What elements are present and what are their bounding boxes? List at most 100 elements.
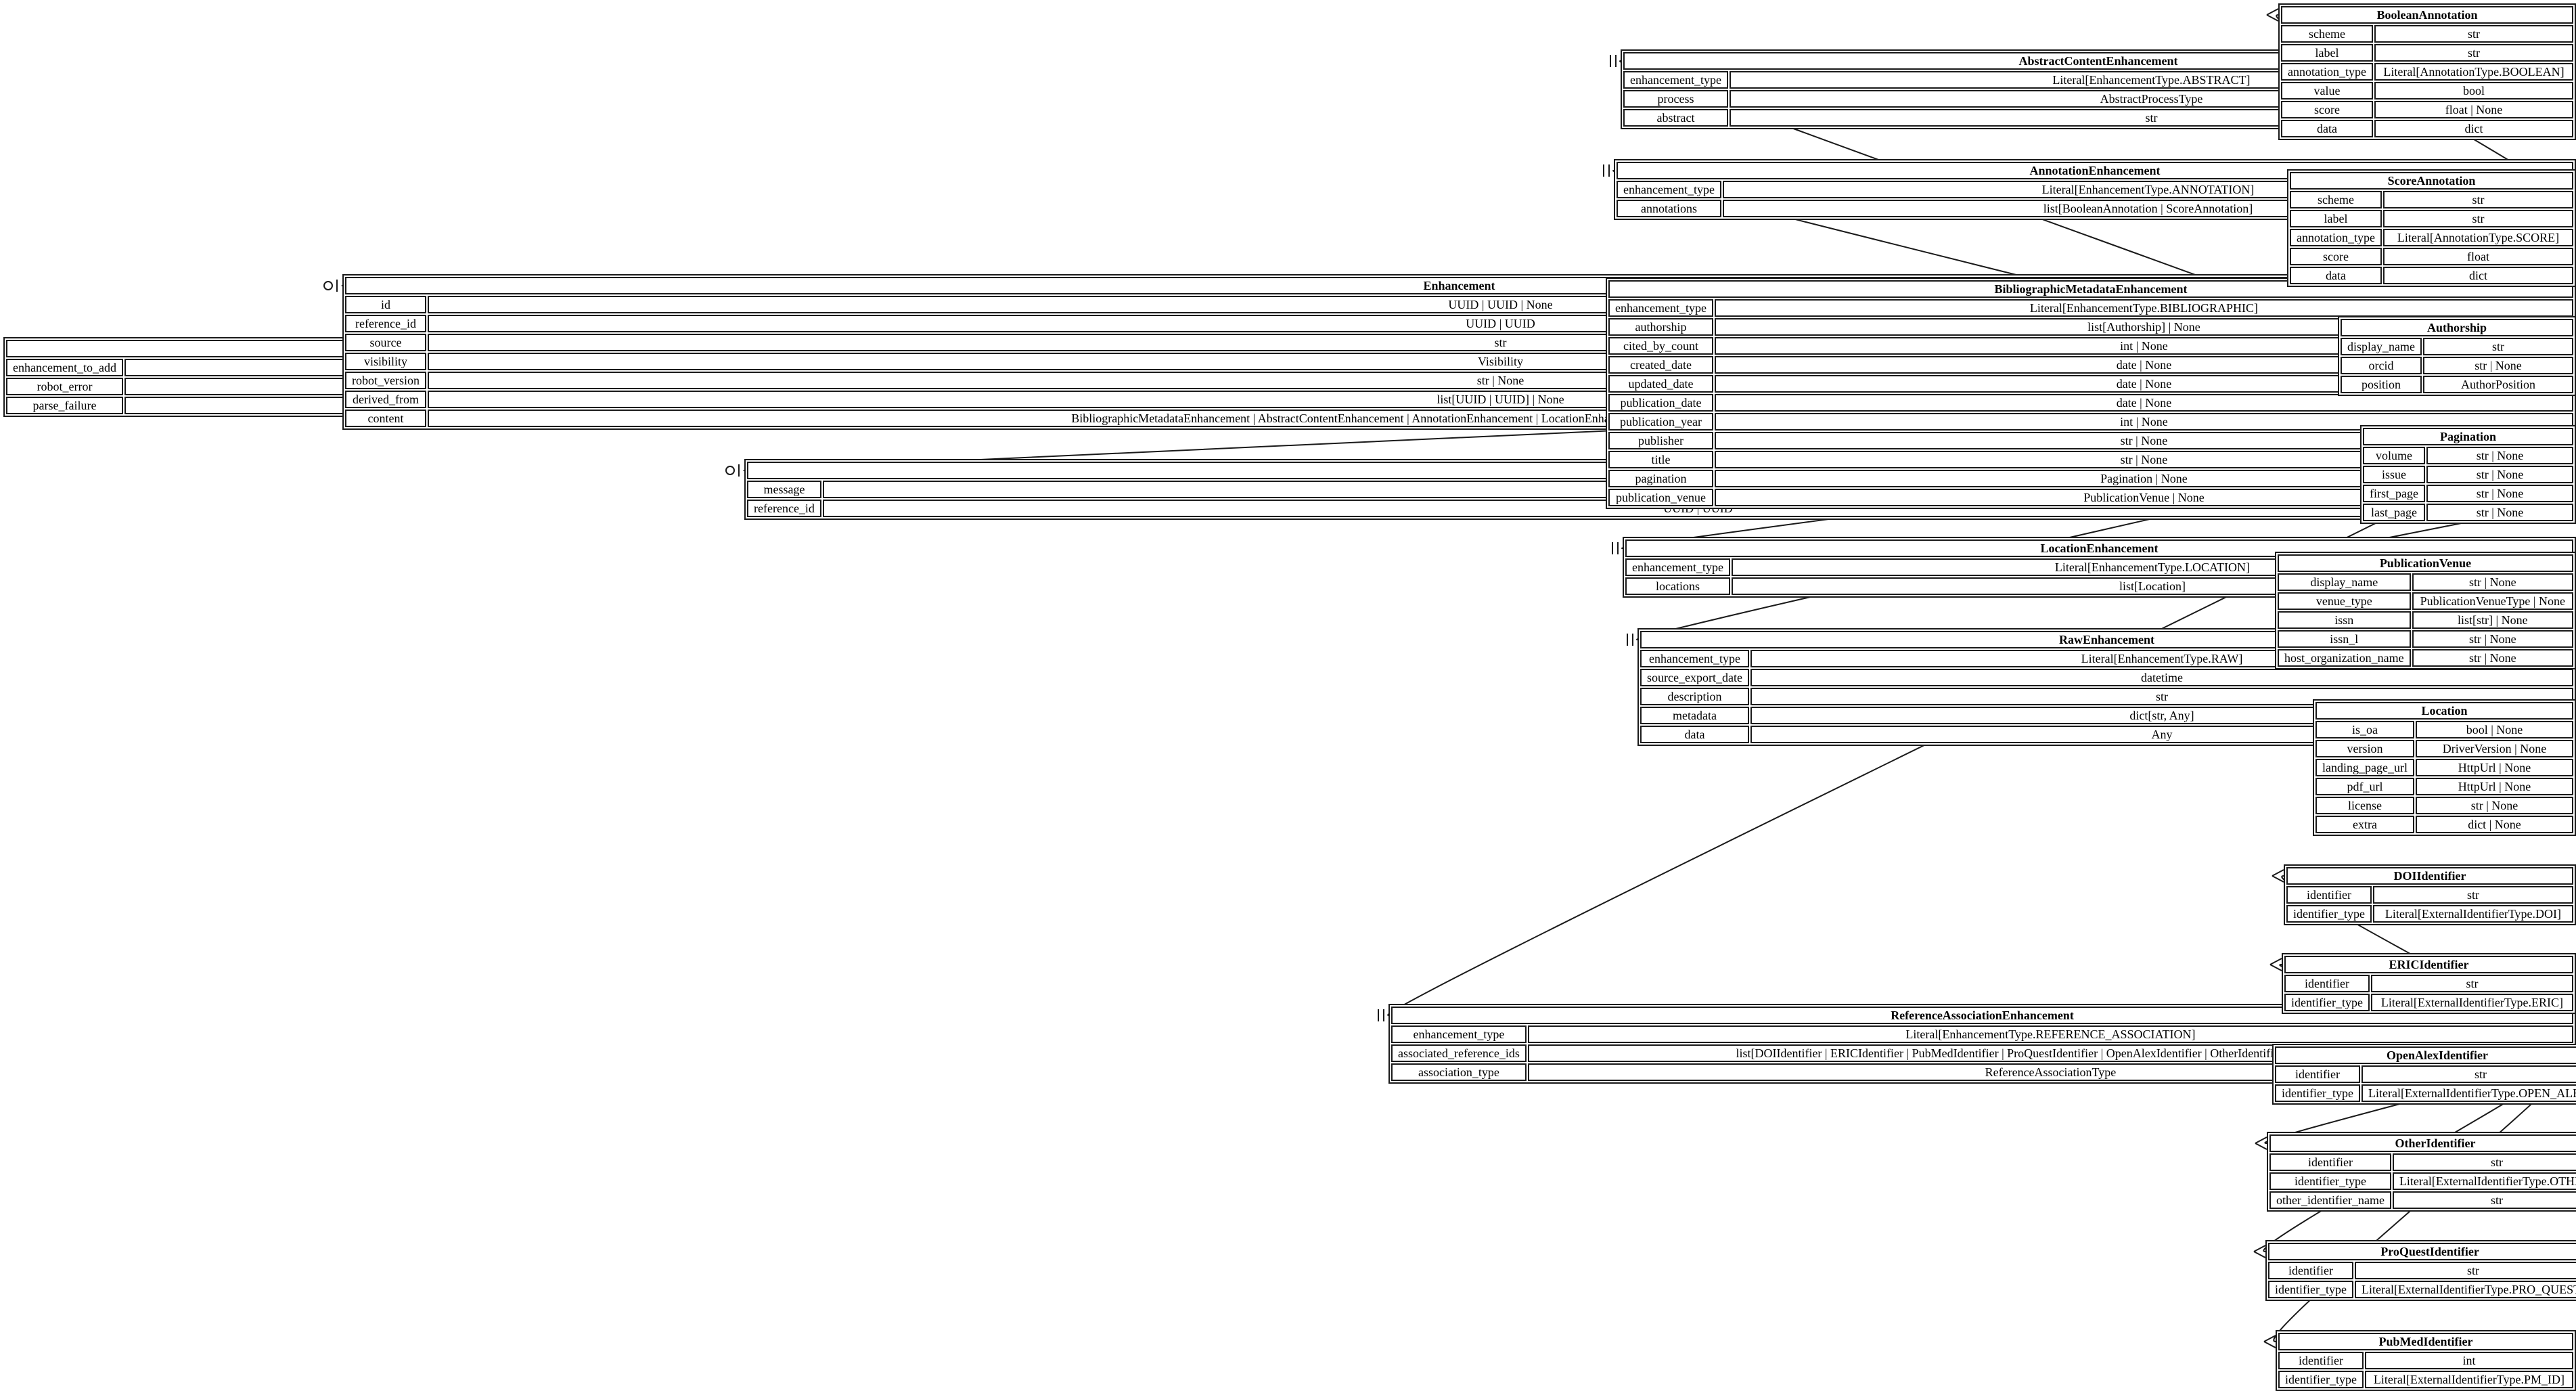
entity-title: ERICIdentifier	[2284, 956, 2573, 973]
field-name: venue_type	[2278, 592, 2411, 610]
entity-title: DOIIdentifier	[2286, 867, 2573, 885]
field-type: HttpUrl | None	[2415, 778, 2573, 795]
field-type: DriverVersion | None	[2415, 740, 2573, 757]
field-type: Literal[ExternalIdentifierType.PRO_QUEST…	[2354, 1281, 2576, 1298]
field-name: scheme	[2281, 25, 2373, 43]
entity-title: LocationEnhancement	[1625, 539, 2573, 557]
field-type: AuthorPosition	[2422, 376, 2573, 393]
field-name: enhancement_type	[1640, 650, 1749, 667]
field-type: str	[2354, 1262, 2576, 1279]
field-type: str | None	[2422, 357, 2573, 374]
field-type: int	[2364, 1352, 2573, 1369]
field-type: str	[2372, 886, 2573, 904]
field-name: identifier	[2286, 886, 2372, 904]
field-name: host_organization_name	[2278, 649, 2411, 667]
field-name: associated_reference_ids	[1391, 1044, 1527, 1062]
field-name: first_page	[2363, 485, 2425, 502]
field-name: scheme	[2290, 191, 2382, 208]
field-type: Literal[EnhancementType.BIBLIOGRAPHIC]	[1714, 299, 2573, 317]
field-type: str | None	[2412, 573, 2573, 591]
field-name: process	[1623, 90, 1728, 108]
field-type: float	[2382, 248, 2573, 265]
field-type: str	[2361, 1065, 2576, 1083]
field-name: enhancement_to_add	[6, 359, 123, 376]
entity-title: BooleanAnnotation	[2281, 6, 2573, 24]
field-name: content	[345, 410, 426, 427]
entity-title: Authorship	[2341, 319, 2573, 336]
field-name: identifier_type	[2275, 1084, 2360, 1102]
field-name: enhancement_type	[1617, 181, 1721, 198]
field-type: str | None	[2412, 649, 2573, 667]
field-name: id	[345, 296, 426, 313]
entity-title: OtherIdentifier	[2269, 1134, 2576, 1152]
field-type: str	[2382, 191, 2573, 208]
field-name: annotation_type	[2281, 63, 2373, 81]
field-name: association_type	[1391, 1063, 1527, 1081]
field-name: data	[2290, 267, 2382, 284]
field-name: visibility	[345, 353, 426, 370]
field-type: str	[2374, 44, 2573, 62]
field-type: dict | None	[2415, 816, 2573, 833]
field-type: str	[2392, 1153, 2576, 1171]
field-name: issn	[2278, 611, 2411, 629]
field-name: publisher	[1608, 432, 1713, 449]
field-name: abstract	[1623, 109, 1728, 127]
field-type: str | None	[2426, 447, 2573, 464]
field-name: last_page	[2363, 504, 2425, 521]
field-name: updated_date	[1608, 375, 1713, 393]
entity-title: BibliographicMetadataEnhancement	[1608, 280, 2573, 298]
field-type: Literal[ExternalIdentifierType.OPEN_ALEX…	[2361, 1084, 2576, 1102]
field-type: str	[1750, 688, 2573, 705]
field-name: position	[2341, 376, 2422, 393]
field-type: Literal[ExternalIdentifierType.ERIC]	[2370, 994, 2573, 1011]
field-type: str	[2374, 25, 2573, 43]
field-name: annotation_type	[2290, 229, 2382, 246]
entity-title: ScoreAnnotation	[2290, 172, 2573, 190]
field-type: Literal[ExternalIdentifierType.OTHER]	[2392, 1172, 2576, 1190]
field-type: Literal[EnhancementType.REFERENCE_ASSOCI…	[1527, 1025, 2573, 1043]
entity-title: PubMedIdentifier	[2278, 1333, 2573, 1350]
field-name: identifier	[2278, 1352, 2364, 1369]
field-name: authorship	[1608, 318, 1713, 336]
field-type: HttpUrl | None	[2415, 759, 2573, 776]
field-name: enhancement_type	[1623, 71, 1728, 89]
field-type: bool | None	[2415, 721, 2573, 738]
field-name: robot_version	[345, 372, 426, 389]
field-type: Literal[ExternalIdentifierType.DOI]	[2372, 905, 2573, 923]
field-name: data	[2281, 120, 2373, 137]
field-type: list[str] | None	[2412, 611, 2573, 629]
field-type: str	[2370, 975, 2573, 992]
field-name: issn_l	[2278, 630, 2411, 648]
